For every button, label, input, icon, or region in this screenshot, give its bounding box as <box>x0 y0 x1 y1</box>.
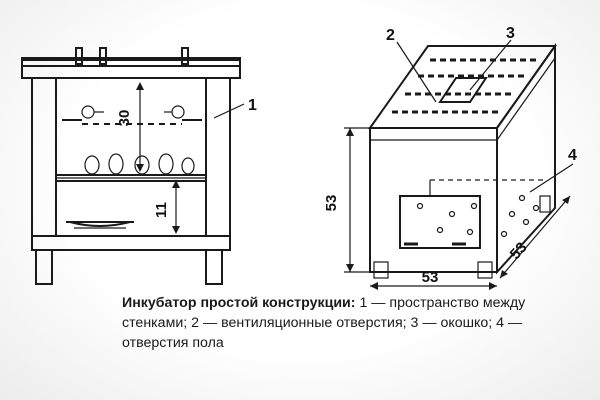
observation-window <box>438 77 488 103</box>
iso-leg-front-right <box>477 261 493 279</box>
lamp-right-icon <box>164 105 202 121</box>
box-front-face <box>369 127 498 273</box>
lamp-left-icon <box>62 105 104 121</box>
ventilation-holes <box>392 58 540 114</box>
caption-body: 1 — пространство между стенками; 2 — вен… <box>122 295 526 351</box>
figure-caption: Инкубатор простой конструкции: 1 — прост… <box>122 293 592 353</box>
dim-tray-height-label: 11 <box>153 202 170 218</box>
isometric-view: 53 53 53 2 3 4 <box>323 25 577 290</box>
incubator-diagram: 30 11 <box>21 25 577 290</box>
callout-2: 2 <box>386 27 395 44</box>
callout-leader-1 <box>213 103 245 119</box>
lid-handle-left <box>75 47 83 65</box>
lid-handle-mid <box>99 47 107 65</box>
diagram-svg: 30 11 <box>21 25 577 290</box>
dim-box-height-label: 53 <box>323 195 340 212</box>
dim-box-depth-label: 53 <box>507 239 531 263</box>
callout-leader-3 <box>469 39 512 91</box>
dim-inner-height-label: 30 <box>116 110 133 127</box>
box-side-face <box>496 42 556 275</box>
dim-line-box-depth <box>499 195 571 279</box>
hidden-tray <box>399 195 481 249</box>
floor-insulation <box>31 235 231 251</box>
iso-leg-back-right <box>539 195 551 213</box>
callout-leader-2 <box>396 41 437 103</box>
callout-3: 3 <box>506 25 515 42</box>
caption-title: Инкубатор простой конструкции: <box>122 295 356 311</box>
callout-4: 4 <box>568 147 577 164</box>
floor-holes <box>500 194 540 238</box>
lid-insulation <box>21 59 241 79</box>
iso-leg-front-left <box>373 261 389 279</box>
dim-box-width-label: 53 <box>422 269 439 286</box>
cross-section-view: 30 11 <box>21 47 257 285</box>
callout-leader-4 <box>529 163 574 193</box>
leg-right <box>205 249 223 285</box>
left-wall-insulation <box>31 77 57 237</box>
leg-left <box>35 249 53 285</box>
callout-1: 1 <box>248 97 257 114</box>
water-dish <box>69 221 131 227</box>
right-wall-insulation <box>205 77 231 237</box>
box-top-face <box>368 45 557 129</box>
lid-board <box>21 57 241 67</box>
lid-handle-right <box>181 47 189 65</box>
